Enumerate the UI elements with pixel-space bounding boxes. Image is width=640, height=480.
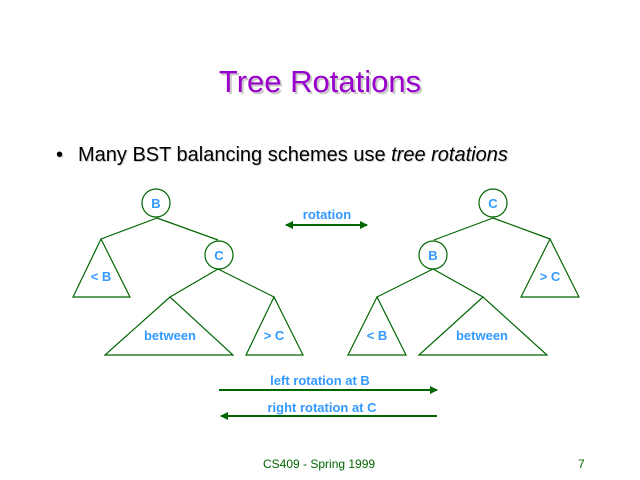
edge-c-to-b bbox=[433, 217, 494, 241]
bullet-point: • Many BST balancing schemes use tree rot… bbox=[56, 144, 508, 167]
right-subtree-between-label: between bbox=[456, 328, 508, 343]
subtree-between bbox=[103, 296, 235, 356]
edge-b-to-between bbox=[432, 268, 484, 298]
left-subtree-between-label: between bbox=[144, 328, 196, 343]
edge-b-to-lt-b bbox=[100, 217, 158, 240]
left-subtree-lt-b-label: < B bbox=[91, 269, 112, 284]
slide-title: Tree Rotations bbox=[218, 64, 422, 99]
right-tree bbox=[347, 188, 580, 356]
right-subtree-gt-c-label: > C bbox=[540, 269, 561, 284]
edge-c-to-gt-c bbox=[492, 217, 551, 240]
node-c bbox=[204, 240, 234, 270]
left-tree bbox=[72, 188, 304, 356]
edge-c-to-gt-c bbox=[217, 268, 275, 298]
page-number: 7 bbox=[578, 457, 585, 471]
bullet-symbol: • bbox=[56, 144, 64, 166]
edge-c-to-between bbox=[169, 268, 219, 298]
node-b bbox=[418, 240, 448, 270]
right-node-c-label: C bbox=[488, 196, 498, 211]
subtree-between bbox=[417, 296, 549, 356]
subtree-gt-c bbox=[520, 237, 580, 298]
left-node-c-label: C bbox=[214, 248, 224, 263]
node-c bbox=[478, 188, 508, 218]
edge-b-to-lt-b bbox=[376, 268, 434, 298]
rotation-label: rotation bbox=[303, 207, 351, 222]
left-subtree-gt-c-label: > C bbox=[264, 328, 285, 343]
left-node-b-label: B bbox=[151, 196, 160, 211]
edge-b-to-c bbox=[156, 217, 219, 241]
subtree-gt-c bbox=[245, 295, 304, 356]
left-rotation-label: left rotation at B bbox=[270, 373, 370, 388]
subtree-lt-b bbox=[347, 295, 407, 356]
right-rotation-label: right rotation at C bbox=[267, 400, 377, 415]
bullet-emphasis: tree rotations bbox=[391, 144, 508, 166]
right-node-b-label: B bbox=[428, 248, 437, 263]
bullet-text: Many BST balancing schemes use bbox=[78, 144, 392, 166]
footer-course: CS409 - Spring 1999 bbox=[263, 457, 376, 471]
node-b bbox=[141, 188, 171, 218]
right-subtree-lt-b-label: < B bbox=[367, 328, 388, 343]
subtree-lt-b bbox=[72, 237, 131, 298]
